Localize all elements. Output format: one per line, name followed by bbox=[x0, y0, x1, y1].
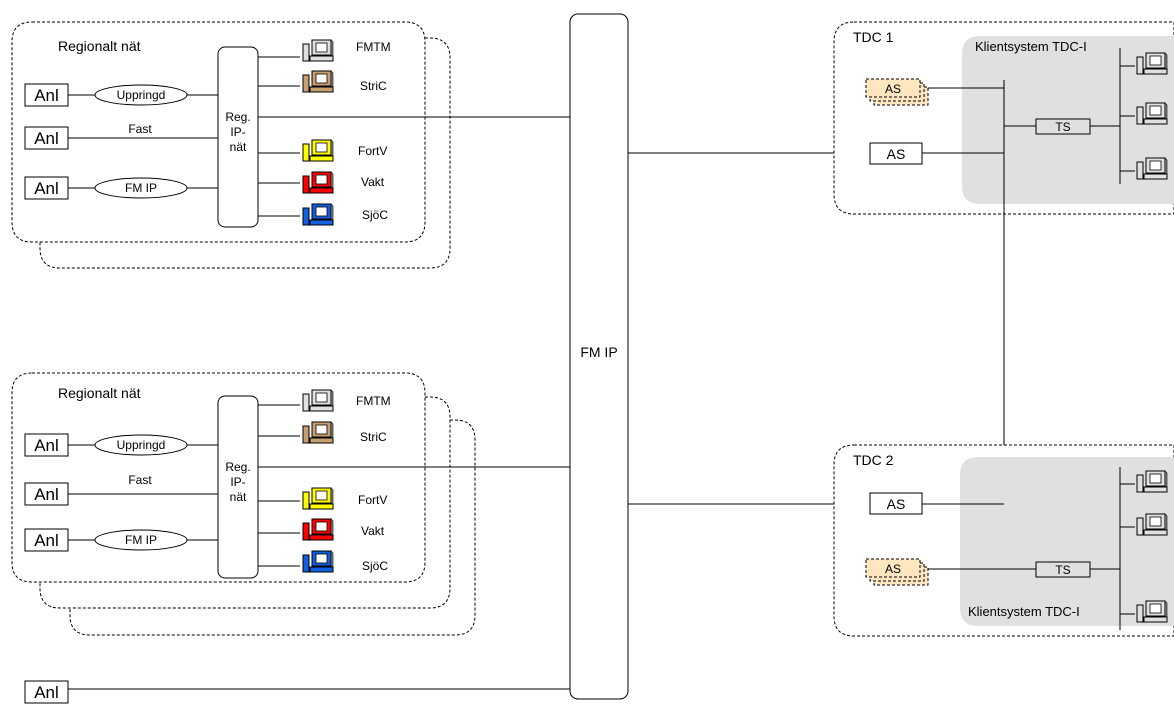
anl-label: Anl bbox=[34, 129, 59, 148]
as-stack-label: AS bbox=[885, 82, 901, 96]
ts-label: TS bbox=[1055, 120, 1070, 134]
reg-ip-hub bbox=[217, 395, 259, 579]
client-label: FMTM bbox=[356, 394, 391, 408]
client-system-label: Klientsystem TDC-I bbox=[975, 39, 1087, 54]
hub-label: nät bbox=[230, 490, 247, 504]
hub-label: IP- bbox=[230, 125, 245, 139]
as-label: AS bbox=[887, 496, 906, 512]
backbone-label: FM IP bbox=[580, 344, 617, 360]
client-label: FortV bbox=[358, 493, 387, 507]
client-label: FMTM bbox=[356, 40, 391, 54]
link-label: Fast bbox=[128, 122, 152, 136]
tdc-2: TDC 2 Klientsystem TDC-I AS AS TS bbox=[833, 444, 1174, 637]
region-title: Regionalt nät bbox=[58, 38, 141, 54]
link-label: Uppringd bbox=[117, 438, 166, 452]
as-stack bbox=[865, 78, 921, 98]
link-label: FM IP bbox=[125, 533, 157, 547]
tdc-title: TDC 2 bbox=[853, 452, 894, 468]
client-label: SjöC bbox=[362, 208, 388, 222]
hub-label: Reg. bbox=[225, 110, 250, 124]
ts-label: TS bbox=[1055, 563, 1070, 577]
as-label: AS bbox=[887, 146, 906, 162]
region-2: Regionalt nät Anl Uppringd Anl Fast Anl … bbox=[11, 372, 570, 636]
reg-ip-hub bbox=[217, 46, 259, 228]
client-label: SjöC bbox=[362, 559, 388, 573]
as-stack-label: AS bbox=[885, 562, 901, 576]
as-stack bbox=[865, 558, 921, 578]
tdc-title: TDC 1 bbox=[853, 29, 894, 45]
anl-label: Anl bbox=[34, 683, 59, 702]
anl-label: Anl bbox=[34, 436, 59, 455]
link-label: Uppringd bbox=[117, 88, 166, 102]
hub-label: nät bbox=[230, 140, 247, 154]
client-system-panel bbox=[962, 36, 1174, 204]
link-label: FM IP bbox=[125, 181, 157, 195]
client-label: StriC bbox=[360, 79, 387, 93]
region-1: Regionalt nät Anl Uppringd Anl Fast Anl … bbox=[11, 21, 570, 269]
hub-label: Reg. bbox=[225, 460, 250, 474]
link-label: Fast bbox=[128, 473, 152, 487]
anl-label: Anl bbox=[34, 86, 59, 105]
client-label: FortV bbox=[358, 144, 387, 158]
anl-box bbox=[24, 680, 69, 704]
anl-label: Anl bbox=[34, 179, 59, 198]
anl-label: Anl bbox=[34, 531, 59, 550]
anl-label: Anl bbox=[34, 485, 59, 504]
region-title: Regionalt nät bbox=[58, 385, 141, 401]
client-label: StriC bbox=[360, 430, 387, 444]
client-system-label: Klientsystem TDC-I bbox=[968, 604, 1080, 619]
client-label: Vakt bbox=[361, 175, 385, 189]
hub-label: IP- bbox=[230, 475, 245, 489]
client-label: Vakt bbox=[361, 524, 385, 538]
fm-ip-backbone bbox=[569, 13, 629, 700]
tdc-1: TDC 1 Klientsystem TDC-I AS AS TS bbox=[833, 21, 1174, 625]
